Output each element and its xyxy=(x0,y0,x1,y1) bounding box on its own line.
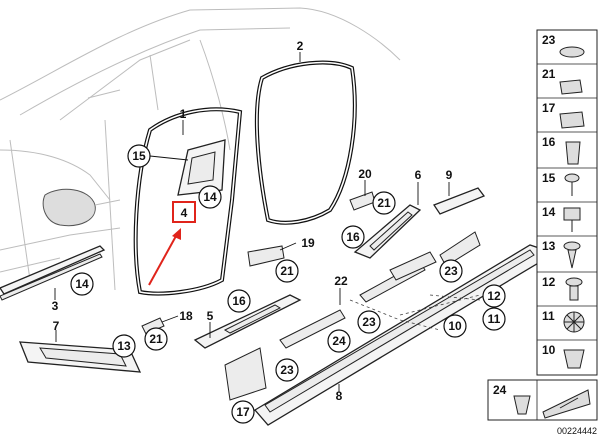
door-seal-1 xyxy=(133,107,243,296)
svg-text:15: 15 xyxy=(132,149,146,163)
callout-14-seal: 14 xyxy=(198,185,222,209)
callout-23-c: 23 xyxy=(275,358,299,382)
svg-text:12: 12 xyxy=(542,275,556,289)
svg-text:11: 11 xyxy=(488,312,501,326)
svg-text:16: 16 xyxy=(232,294,246,308)
leader-lines xyxy=(54,52,450,392)
callout-5: 5 xyxy=(207,309,214,323)
svg-text:16: 16 xyxy=(542,135,556,149)
svg-text:12: 12 xyxy=(487,289,501,303)
legend-row-15: 15 xyxy=(542,171,580,196)
callout-3: 3 xyxy=(52,299,59,313)
svg-text:23: 23 xyxy=(280,363,294,377)
svg-text:21: 21 xyxy=(377,196,391,210)
callout-21-c: 21 xyxy=(144,327,168,351)
sill-plate-6 xyxy=(353,204,422,259)
svg-text:11: 11 xyxy=(542,309,555,323)
legend-row-16: 16 xyxy=(542,135,581,165)
brackets-22 xyxy=(224,231,481,401)
svg-text:24: 24 xyxy=(332,334,346,348)
callout-6: 6 xyxy=(415,168,422,182)
callout-12: 12 xyxy=(482,284,506,308)
callout-1: 1 xyxy=(180,107,187,121)
svg-text:14: 14 xyxy=(542,205,556,219)
dashed-guides xyxy=(349,294,481,331)
trim-part-7 xyxy=(19,341,142,373)
legend-row-17: 17 xyxy=(542,101,585,129)
callout-16-b: 16 xyxy=(227,289,251,313)
legend-row-21: 21 xyxy=(542,67,583,95)
door-seal-2 xyxy=(254,60,357,225)
callout-21-a: 21 xyxy=(372,191,396,215)
callout-22: 22 xyxy=(334,274,348,288)
svg-text:24: 24 xyxy=(493,383,507,397)
svg-text:21: 21 xyxy=(542,67,556,81)
legend-row-23: 23 xyxy=(542,33,585,58)
sill-plate-5 xyxy=(193,294,302,349)
callout-4: 4 xyxy=(181,206,188,220)
car-body-outline xyxy=(0,7,401,291)
svg-text:10: 10 xyxy=(448,319,462,333)
svg-text:23: 23 xyxy=(362,315,376,329)
callout-19: 19 xyxy=(301,236,315,250)
orientation-arrow-icon xyxy=(542,389,591,419)
legend-row-11: 11 xyxy=(542,309,585,333)
callout-15: 15 xyxy=(127,144,151,168)
callout-10: 10 xyxy=(443,314,467,338)
sill-strip-3 xyxy=(0,245,106,301)
callout-9: 9 xyxy=(446,168,453,182)
callout-16-a: 16 xyxy=(341,225,365,249)
svg-text:21: 21 xyxy=(149,332,163,346)
callout-2: 2 xyxy=(297,39,304,53)
legend-row-14: 14 xyxy=(542,205,581,232)
svg-text:15: 15 xyxy=(542,171,556,185)
callout-21-b: 21 xyxy=(275,259,299,283)
highlight-arrow-line xyxy=(148,235,177,286)
callout-7: 7 xyxy=(53,319,60,333)
svg-text:16: 16 xyxy=(346,230,360,244)
callout-24: 24 xyxy=(327,329,351,353)
callout-23-a: 23 xyxy=(439,259,463,283)
legend-row-10: 10 xyxy=(542,343,585,369)
callout-20: 20 xyxy=(358,167,372,181)
svg-text:23: 23 xyxy=(444,264,458,278)
svg-text:23: 23 xyxy=(542,33,556,47)
svg-text:17: 17 xyxy=(542,101,556,115)
svg-text:17: 17 xyxy=(236,405,250,419)
callout-17: 17 xyxy=(231,400,255,424)
clip-parts xyxy=(141,191,376,335)
callout-18: 18 xyxy=(179,309,193,323)
highlight-marker xyxy=(148,201,196,286)
clip-strip-9 xyxy=(433,187,486,215)
svg-text:14: 14 xyxy=(203,190,217,204)
callout-8: 8 xyxy=(336,389,343,403)
pillar-trim-15 xyxy=(177,139,226,196)
svg-text:10: 10 xyxy=(542,343,556,357)
highlight-arrow-head xyxy=(172,228,181,240)
legend-row-24: 24 xyxy=(493,383,531,415)
fastener-legend: 23 21 17 16 15 14 xyxy=(487,29,598,421)
legend-row-12: 12 xyxy=(542,275,583,301)
svg-text:21: 21 xyxy=(280,264,294,278)
callouts: 1 2 3 4 5 6 7 8 9 18 19 20 22 10 11 12 1… xyxy=(52,39,506,424)
callout-14-left: 14 xyxy=(70,272,94,296)
svg-text:13: 13 xyxy=(542,239,556,253)
legend-row-13: 13 xyxy=(542,239,581,269)
callout-23-b: 23 xyxy=(357,310,381,334)
highlight-box xyxy=(172,201,196,223)
svg-text:14: 14 xyxy=(75,277,89,291)
document-number: 00224442 xyxy=(557,426,597,436)
svg-text:13: 13 xyxy=(117,339,131,353)
callout-11: 11 xyxy=(482,307,506,331)
callout-13: 13 xyxy=(112,334,136,358)
